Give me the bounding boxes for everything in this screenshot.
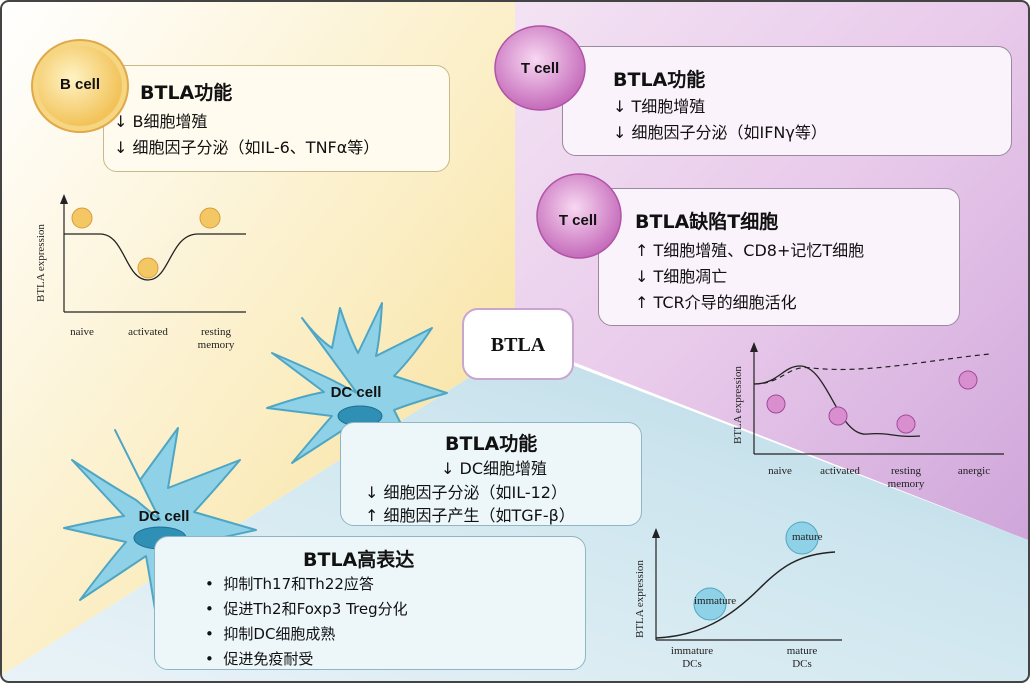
bcell-function-box: BTLA功能 ↓ B细胞增殖 ↓ 细胞因子分泌（如IL-6、TNFα等） <box>103 65 450 172</box>
dc-chart-curve <box>655 551 836 639</box>
tcell-icon-1 <box>494 25 586 111</box>
btla-center-label: BTLA <box>490 334 546 356</box>
btla-center-box: BTLA <box>462 308 574 380</box>
dc-high-bullet-2: • 促进Th2和Foxp3 Treg分化 <box>205 600 408 618</box>
dc-high-bullet-2-text: 促进Th2和Foxp3 Treg分化 <box>223 600 408 618</box>
tcell-def-line-1: ↑ T细胞增殖、CD8+记忆T细胞 <box>635 241 865 260</box>
tcell-chart-xtick-naive: naive <box>768 465 792 477</box>
dc-high-bullet-4: • 促进免疫耐受 <box>205 650 314 668</box>
tick-label-line: immature <box>671 645 713 657</box>
dc-high-bullet-3-text: 抑制DC细胞成熟 <box>223 625 336 643</box>
bcell-chart-activated-marker <box>137 257 159 279</box>
bcell-label: B cell <box>59 76 101 93</box>
tick-label-line: resting <box>891 465 921 477</box>
bcell-chart-curve <box>64 233 246 281</box>
bcell-chart-memory-marker <box>199 207 221 229</box>
tcell-chart-xtick-activated: activated <box>820 465 860 477</box>
dc-high-bullet-4-text: 促进免疫耐受 <box>223 650 314 668</box>
tcell-chart-dashed-curve <box>753 353 991 385</box>
dc-high-bullet-1-text: 抑制Th17和Th22应答 <box>223 575 374 593</box>
bcell-line-1: ↓ B细胞增殖 <box>114 112 208 131</box>
tcell-deficient-box: BTLA缺陷T细胞 ↑ T细胞增殖、CD8+记忆T细胞 ↓ T细胞凋亡 ↑ TC… <box>598 188 960 326</box>
tcell-label-1: T cell <box>520 60 560 77</box>
dc-cell-label-1: DC cell <box>330 384 382 401</box>
dc-line-1: ↓ DC细胞增殖 <box>441 459 547 478</box>
bcell-chart-xtick-naive: naive <box>70 326 94 338</box>
tick-label-line: memory <box>198 339 235 351</box>
tick-label-line: resting <box>201 326 231 338</box>
dc-high-expression-box: BTLA高表达 • 抑制Th17和Th22应答 • 促进Th2和Foxp3 Tr… <box>154 536 586 670</box>
dc-high-box-title: BTLA高表达 <box>303 549 415 571</box>
tcell-chart-memory-marker <box>896 414 916 434</box>
tcell-line-1: ↓ T细胞增殖 <box>613 97 706 116</box>
tick-label-line: DCs <box>682 658 702 670</box>
dc-high-bullet-3: • 抑制DC细胞成熟 <box>205 625 336 643</box>
tcell-chart-activated-marker <box>828 406 848 426</box>
dc-chart: immature mature BTLA expression immature… <box>634 521 842 670</box>
dc-function-box: BTLA功能 ↓ DC细胞增殖 ↓ 细胞因子分泌（如IL-12） ↑ 细胞因子产… <box>340 422 642 526</box>
dc-high-bullet-1: • 抑制Th17和Th22应答 <box>205 575 374 593</box>
bcell-line-2: ↓ 细胞因子分泌（如IL-6、TNFα等） <box>114 138 380 157</box>
tick-label-line: DCs <box>792 658 812 670</box>
dc-chart-mature-marker <box>785 521 819 555</box>
dc-box-title: BTLA功能 <box>445 433 538 455</box>
dc-line-3: ↑ 细胞因子产生（如TGF-β） <box>365 506 575 525</box>
tick-label-line: mature <box>787 645 818 657</box>
bcell-chart-xtick-activated: activated <box>128 326 168 338</box>
dc-cell-label-2: DC cell <box>138 508 190 525</box>
dc-chart-ylabel: BTLA expression <box>634 560 646 638</box>
tcell-def-line-2: ↓ T细胞凋亡 <box>635 267 728 286</box>
tcell-label-2: T cell <box>558 212 598 229</box>
tcell-def-line-3: ↑ TCR介导的细胞活化 <box>635 293 797 312</box>
tcell-def-box-title: BTLA缺陷T细胞 <box>635 211 779 233</box>
tcell-chart-ylabel: BTLA expression <box>732 366 744 444</box>
bcell-chart-naive-marker <box>71 207 93 229</box>
tcell-line-2: ↓ 细胞因子分泌（如IFNγ等） <box>613 123 827 142</box>
tick-label-line: memory <box>888 478 925 490</box>
tcell-chart-xtick-anergic: anergic <box>958 465 990 477</box>
dc-chart-immature-label: immature <box>694 595 736 607</box>
tcell-chart-anergic-marker <box>958 370 978 390</box>
dc-chart-mature-label: mature <box>792 531 823 543</box>
dc-chart-immature-marker <box>693 587 727 621</box>
tcell-function-box: BTLA功能 ↓ T细胞增殖 ↓ 细胞因子分泌（如IFNγ等） <box>562 46 1012 156</box>
dc-line-2: ↓ 细胞因子分泌（如IL-12） <box>365 483 567 502</box>
tcell-chart-curve <box>753 365 921 438</box>
bcell-chart-ylabel: BTLA expression <box>35 224 47 302</box>
tcell-box-title: BTLA功能 <box>613 69 706 91</box>
tcell-chart-naive-marker <box>766 394 786 414</box>
bcell-icon <box>31 39 129 133</box>
bcell-box-title: BTLA功能 <box>140 82 233 104</box>
tcell-icon-2 <box>536 173 622 259</box>
